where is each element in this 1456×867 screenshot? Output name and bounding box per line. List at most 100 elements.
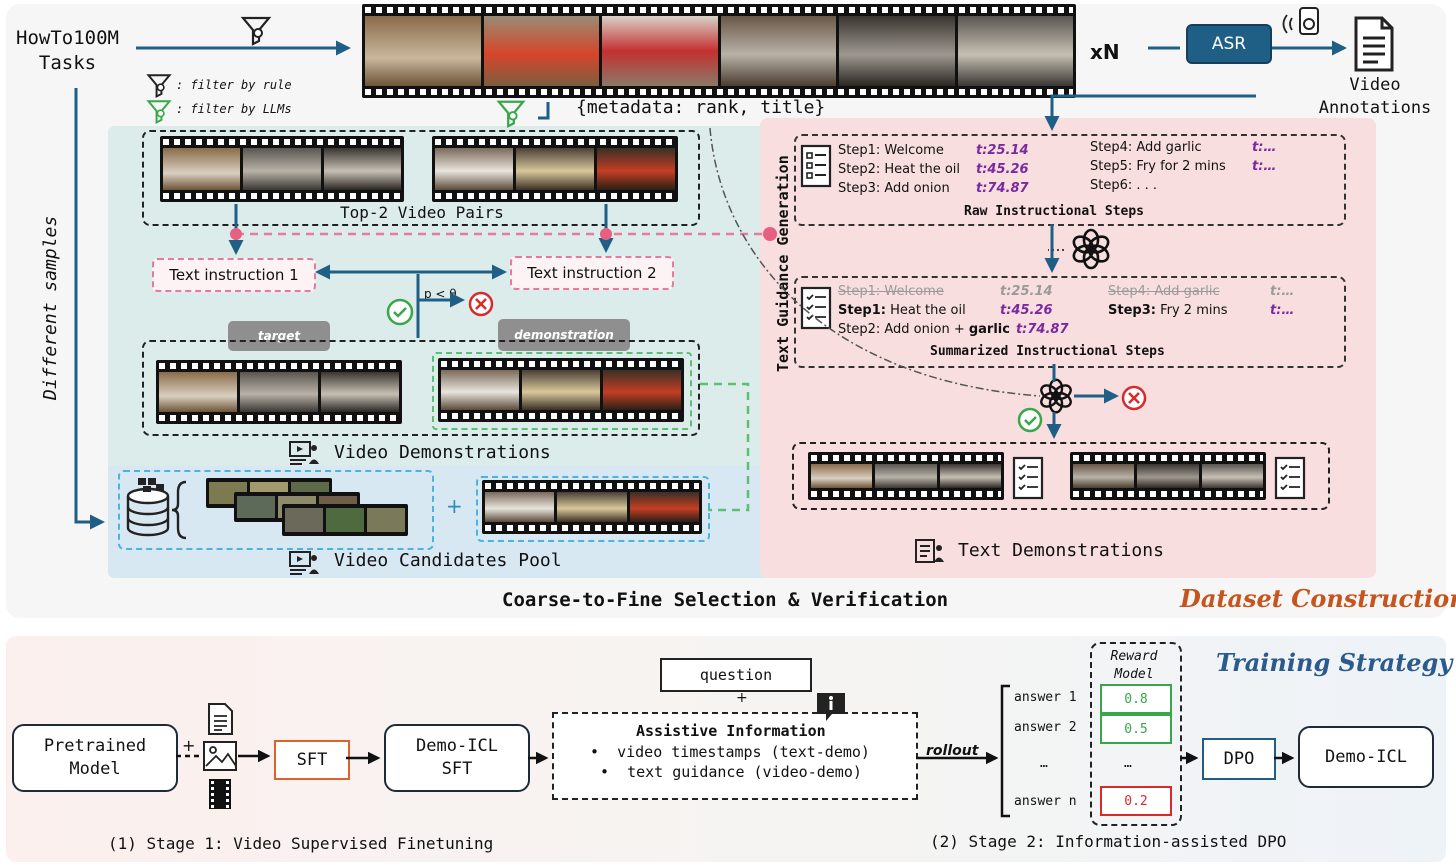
answer-2: answer 2 xyxy=(1014,720,1077,735)
text-demo-filmstrip-1 xyxy=(808,452,1004,500)
sum-step-1-bold: Step1: xyxy=(838,303,886,318)
assistive-item-1: • video timestamps (text-demo) xyxy=(590,743,870,761)
text-doc-icon xyxy=(208,703,233,735)
coarse-to-fine-title: Coarse-to-Fine Selection & Verification xyxy=(502,589,949,611)
summarized-steps-title: Summarized Instructional Steps xyxy=(930,344,1165,359)
image-icon xyxy=(203,741,237,771)
document-icon xyxy=(1354,16,1394,72)
sum-step-2-time: t:74.87 xyxy=(1015,322,1069,337)
raw-step-4-time: t:… xyxy=(1252,140,1277,155)
raw-step-1: Step1: Welcome xyxy=(838,143,944,158)
raw-step-2-time: t:45.26 xyxy=(976,162,1029,177)
raw-step-3: Step3: Add onion xyxy=(838,181,950,196)
raw-steps-box xyxy=(794,134,1346,226)
struck-step-1-time: t:25.14 xyxy=(1000,284,1053,299)
top-connectors xyxy=(74,40,1347,530)
raw-steps-title: Raw Instructional Steps xyxy=(964,204,1145,219)
raw-step-4: Step4: Add garlic xyxy=(1090,140,1202,155)
candidates-pool-box xyxy=(118,470,434,550)
candidate-film-3 xyxy=(282,504,408,536)
gpt-logo-icon xyxy=(1072,228,1110,270)
llm-filter-icon-2 xyxy=(496,100,526,128)
reward-2: 0.5 xyxy=(1100,714,1172,744)
training-strategy-title: Training Strategy xyxy=(1216,648,1453,677)
multiplier-label: xN xyxy=(1090,40,1120,64)
summarized-steps-box xyxy=(794,276,1346,368)
sum-step-3-time: t:… xyxy=(1270,303,1295,318)
info-bubble-icon xyxy=(817,693,845,721)
source-label: HowTo100M Tasks xyxy=(16,27,119,74)
checklist-check-icon xyxy=(800,286,832,330)
summarized-steps-right: Step4: Add garlic t:… Step3: Fry 2 mins t:… xyxy=(1108,282,1294,320)
stage1-caption: (1) Stage 1: Video Supervised Finetuning xyxy=(108,834,494,853)
answer-1: answer 1 xyxy=(1014,690,1077,705)
assistive-info-box xyxy=(552,712,918,800)
demonstration-tag: demonstration xyxy=(498,319,630,351)
source-video-filmstrip xyxy=(362,4,1076,98)
sft-box: SFT xyxy=(274,740,350,780)
film-icon xyxy=(209,779,231,809)
training-plus: + xyxy=(182,736,196,755)
reward-1: 0.8 xyxy=(1100,684,1172,714)
question-box: question xyxy=(660,658,812,692)
pretrained-model-box: Pretrained Model xyxy=(12,724,178,792)
metadata-label: {metadata: rank, title} xyxy=(576,97,826,118)
reward-n: 0.2 xyxy=(1100,786,1172,816)
demonstration-filmstrip xyxy=(438,358,684,422)
plus-sign: + xyxy=(446,494,463,518)
text-instruction-1: Text instruction 1 xyxy=(152,258,316,292)
assistive-item-2: • text guidance (video-demo) xyxy=(600,763,862,781)
pool-label: Video Candidates Pool xyxy=(334,550,562,571)
answer-n: answer n xyxy=(1014,794,1077,809)
dpo-box: DPO xyxy=(1202,738,1276,780)
question-plus: + xyxy=(736,690,748,706)
reward-ellipsis: … xyxy=(1124,756,1132,771)
raw-step-5-time: t:… xyxy=(1252,159,1277,174)
raw-step-1-time: t:25.14 xyxy=(976,143,1029,158)
database-icon xyxy=(126,478,187,540)
raw-steps-right: Step4: Add garlic t:… Step5: Fry for 2 mi… xyxy=(1090,138,1276,195)
checklist-icon xyxy=(800,144,832,188)
target-tag: target xyxy=(228,321,330,351)
target-filmstrip xyxy=(156,360,402,424)
pool-icon xyxy=(289,551,319,575)
sum-step-1-text: Heat the oil xyxy=(885,303,966,318)
dataset-construction-title: Dataset Construction xyxy=(1180,584,1456,613)
top2-label: Top-2 Video Pairs xyxy=(340,203,504,222)
struck-step-4: Step4: Add garlic xyxy=(1108,284,1220,299)
assistive-info-title: Assistive Information xyxy=(636,722,826,740)
raw-step-6: Step6: . . . xyxy=(1090,178,1158,193)
top2-filmstrip-left xyxy=(160,136,404,202)
sum-step-3-bold: Step3: xyxy=(1108,303,1156,318)
reward-model-label: Reward Model xyxy=(1110,649,1158,682)
stage2-caption: (2) Stage 2: Information-assisted DPO xyxy=(930,832,1287,851)
threshold-label: p < θ xyxy=(424,287,457,301)
video-demo-icon xyxy=(289,441,319,465)
text-demos-box xyxy=(792,442,1330,510)
filter-llm-icon xyxy=(146,100,172,124)
filter-rule-icon xyxy=(146,74,172,98)
reward-model-box xyxy=(1090,642,1182,826)
sum-step-2-text: Step2: Add onion + xyxy=(838,322,969,337)
demo-icl-sft-box: Demo-ICL SFT xyxy=(384,724,530,792)
video-demonstrations-box xyxy=(142,340,700,436)
sum-step-2-bold: garlic xyxy=(968,322,1010,337)
text-demo-icon xyxy=(915,539,944,563)
video-annotations-label: Video Annotations xyxy=(1318,75,1432,118)
filter-llm-label: : filter by LLMs xyxy=(176,102,292,116)
text-instruction-2: Text instruction 2 xyxy=(510,256,674,290)
struck-step-4-time: t:… xyxy=(1270,284,1295,299)
training-connectors xyxy=(176,684,1295,818)
sum-step-3-text: Fry 2 mins xyxy=(1155,303,1228,318)
text-demo-checklist-2 xyxy=(1274,456,1306,500)
filter-rule-label: : filter by rule xyxy=(176,78,292,92)
video-demos-label: Video Demonstrations xyxy=(334,442,551,463)
raw-step-5: Step5: Fry for 2 mins xyxy=(1090,159,1226,174)
answer-ellipsis: … xyxy=(1040,756,1048,771)
asr-box: ASR xyxy=(1186,24,1272,64)
demonstration-highlight xyxy=(432,352,692,430)
microphone-icon xyxy=(1282,7,1319,35)
demo-candidate-filmstrip xyxy=(482,480,702,534)
